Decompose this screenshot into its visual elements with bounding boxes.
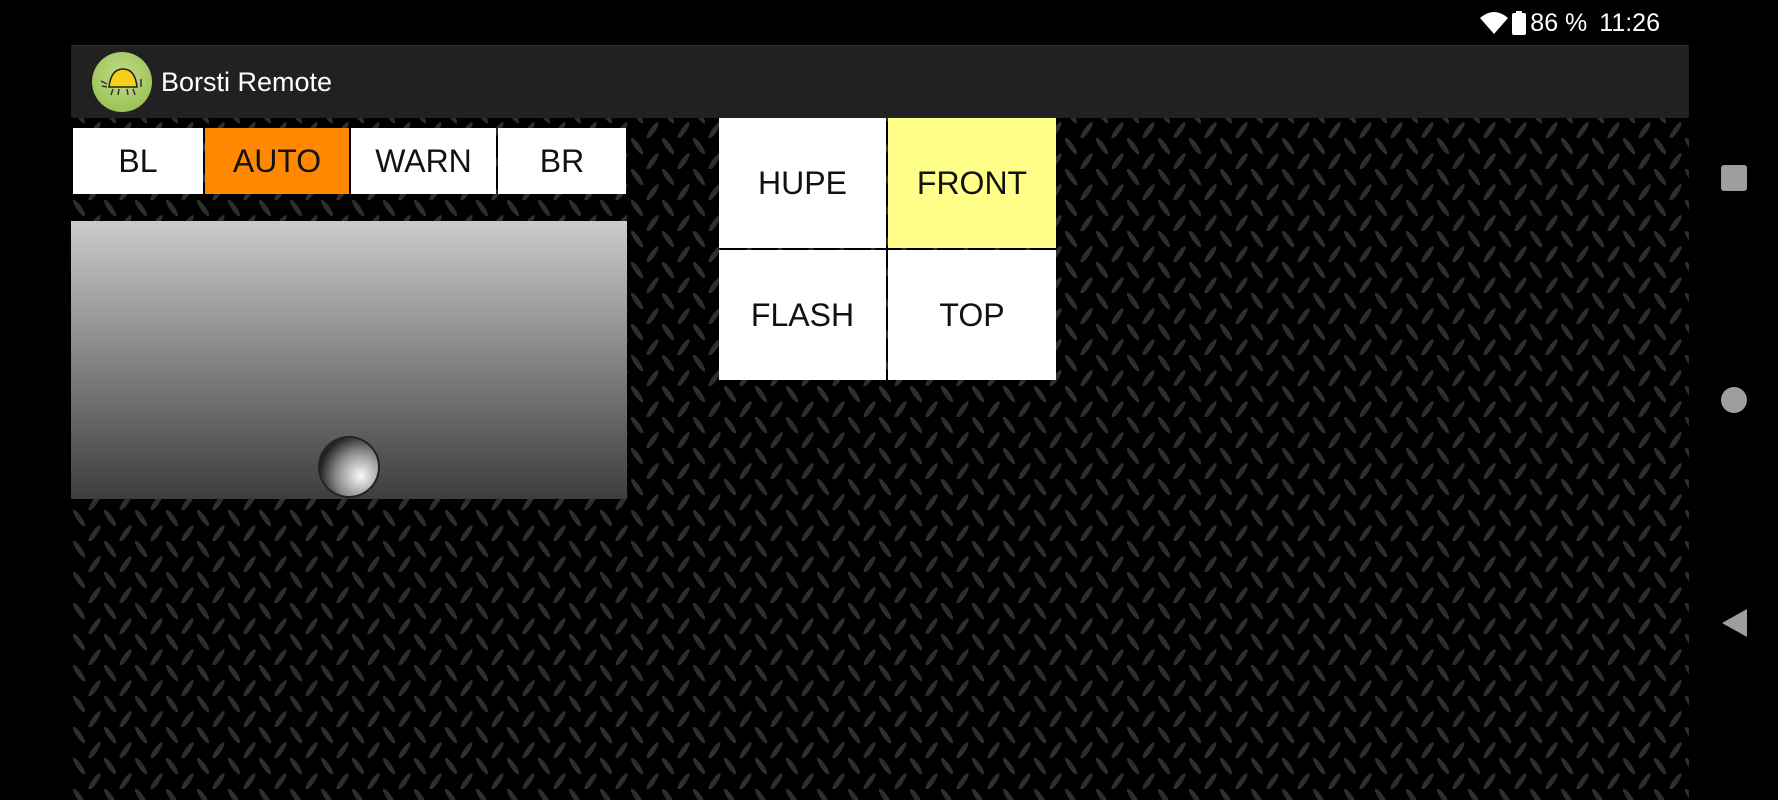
borsti-logo-icon — [92, 52, 152, 112]
app-title: Borsti Remote — [161, 66, 333, 97]
back-icon[interactable] — [1712, 608, 1756, 638]
status-bar: 86 % 11:26 — [1480, 6, 1660, 40]
battery-icon — [1512, 11, 1527, 35]
clock: 11:26 — [1599, 8, 1660, 37]
flash-button[interactable]: FLASH — [719, 250, 886, 380]
control-grid: HUPE FRONT FLASH TOP — [719, 118, 1056, 380]
wifi-icon — [1480, 12, 1509, 34]
battery-percent: 86 % — [1530, 8, 1588, 37]
action-bar: Borsti Remote — [71, 45, 1689, 118]
mode-selector: BL AUTO WARN BR — [73, 128, 626, 194]
mode-button-auto[interactable]: AUTO — [205, 128, 349, 194]
mode-button-br[interactable]: BR — [498, 128, 626, 194]
joystick-pad[interactable] — [71, 221, 627, 499]
home-icon[interactable] — [1712, 386, 1756, 414]
mode-button-bl[interactable]: BL — [73, 128, 203, 194]
hupe-button[interactable]: HUPE — [719, 118, 886, 248]
mode-button-warn[interactable]: WARN — [351, 128, 496, 194]
recents-icon[interactable] — [1712, 164, 1756, 192]
app-window: Borsti Remote BL AUTO WARN BR HUPE FRONT… — [71, 45, 1689, 800]
joystick-knob[interactable] — [320, 438, 378, 496]
front-button[interactable]: FRONT — [888, 118, 1056, 248]
top-button[interactable]: TOP — [888, 250, 1056, 380]
